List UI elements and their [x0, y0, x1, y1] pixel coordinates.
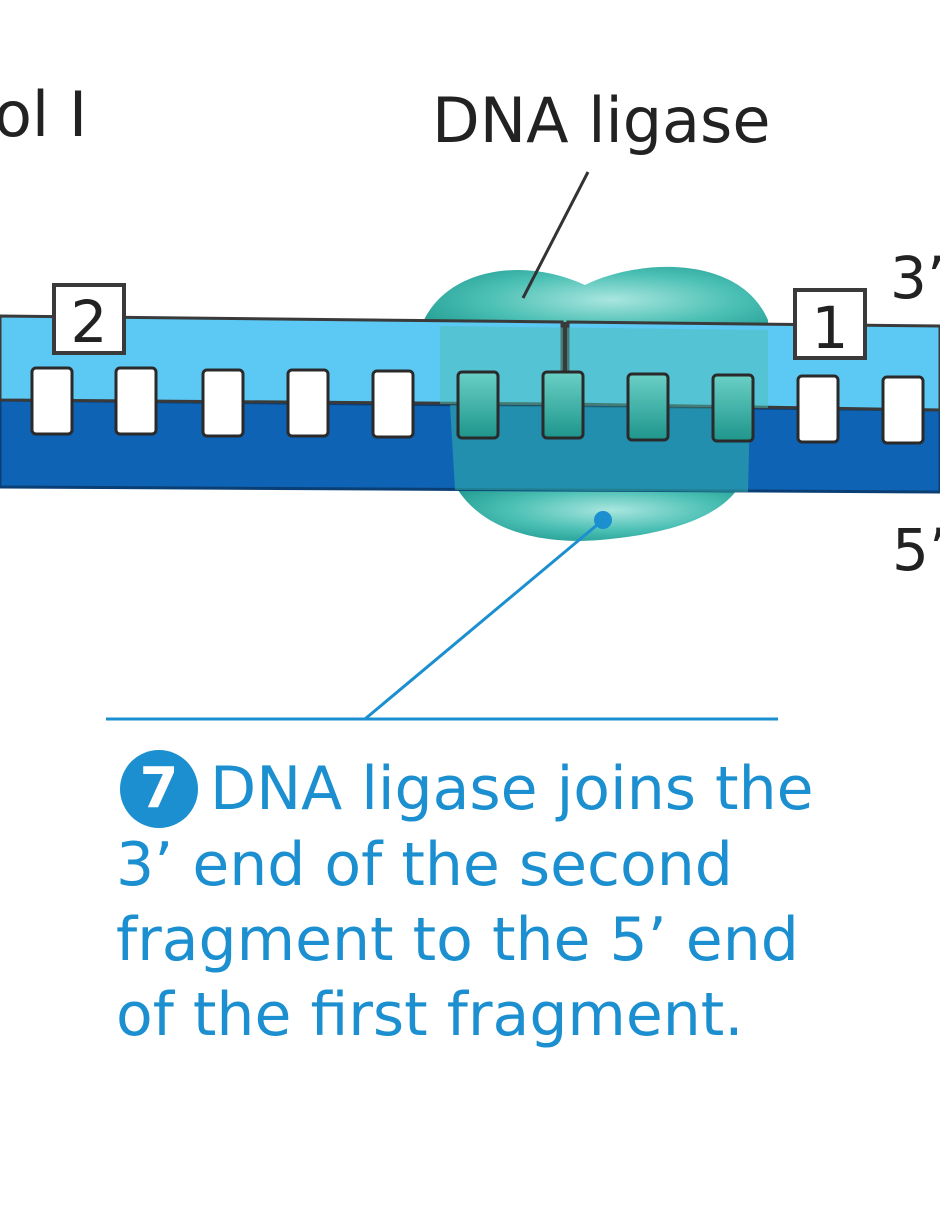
end-5prime-label: 5’	[892, 516, 940, 584]
fragment-1-label: 1	[812, 294, 849, 362]
dna-ligase-enzyme-top	[440, 326, 768, 408]
fragment-2-box: 2	[52, 283, 126, 356]
fragment-1-box: 1	[793, 288, 867, 362]
end-3prime-label: 3’	[890, 244, 940, 312]
caption-text: DNA ligase joins the 3’ end of the secon…	[116, 754, 814, 1050]
callout-line	[364, 518, 604, 721]
base-pair	[626, 372, 670, 442]
base-pair	[711, 373, 755, 443]
step-number-badge: 7	[120, 750, 198, 828]
base-pair	[371, 369, 415, 439]
enzyme-leader-line	[521, 171, 590, 299]
base-pair	[796, 374, 840, 444]
base-pair	[201, 368, 245, 438]
base-pair	[30, 366, 74, 436]
pol-label: ol I	[0, 78, 87, 151]
dna-ligase-enzyme-mid	[450, 405, 750, 492]
base-pair	[881, 375, 925, 445]
base-pair	[114, 366, 158, 436]
base-pair	[286, 368, 330, 438]
base-pair	[456, 370, 500, 440]
base-pair	[541, 370, 585, 440]
base-pairs	[30, 366, 925, 445]
fragment-2-label: 2	[71, 288, 108, 356]
enzyme-label: DNA ligase	[432, 84, 771, 157]
